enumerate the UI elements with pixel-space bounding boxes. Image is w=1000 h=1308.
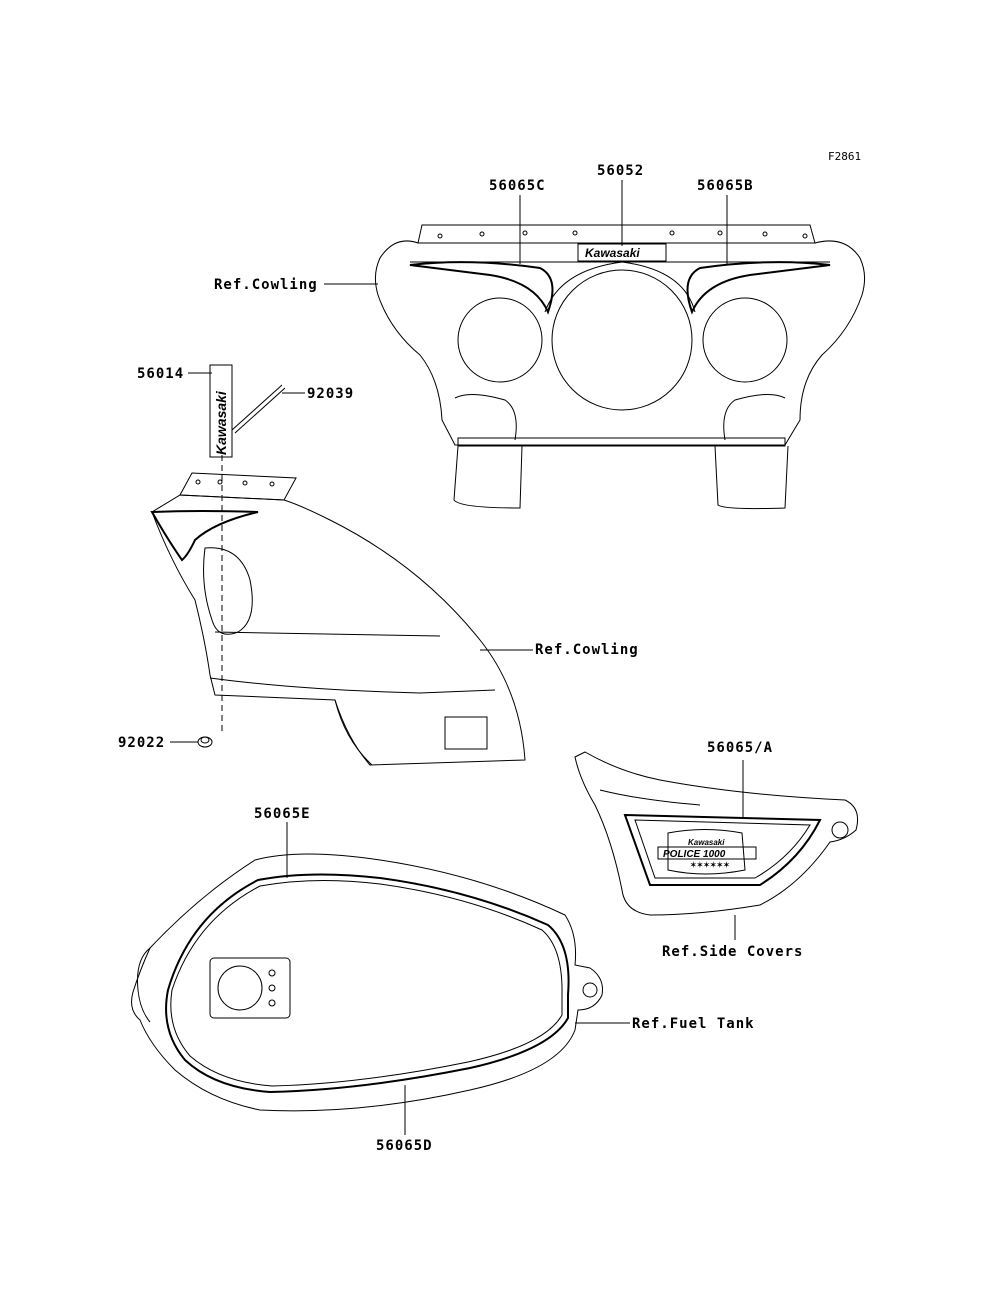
- label-ref-fuel-tank: Ref.Fuel Tank: [632, 1016, 755, 1032]
- label-56065B: 56065B: [697, 178, 754, 194]
- svg-text:✶✶✶✶✶✶: ✶✶✶✶✶✶: [690, 858, 730, 871]
- side-cover: Kawasaki POLICE 1000 ✶✶✶✶✶✶: [574, 751, 859, 916]
- cowling-bolt-holes: [437, 230, 808, 239]
- label-92039: 92039: [307, 386, 354, 402]
- label-ref-cowling-side: Ref.Cowling: [535, 642, 639, 658]
- center-gauge-opening: [551, 269, 693, 411]
- label-ref-cowling-top: Ref.Cowling: [214, 277, 318, 293]
- svg-text:Kawasaki: Kawasaki: [585, 246, 640, 260]
- decal-56065C: [409, 261, 554, 315]
- front-cowling: Kawasaki: [374, 224, 866, 510]
- svg-text:Kawasaki: Kawasaki: [688, 838, 725, 847]
- label-56065A: 56065/A: [707, 740, 773, 756]
- figure-id: F2861: [828, 150, 861, 163]
- decal-56052-kawasaki-logo: Kawasaki: [577, 243, 667, 262]
- label-56065D: 56065D: [376, 1138, 433, 1154]
- leaders-side: [170, 372, 533, 743]
- label-56065C: 56065C: [489, 178, 546, 194]
- decal-pinstripe: [165, 873, 570, 1094]
- label-56014: 56014: [137, 366, 184, 382]
- decal-56065A: [623, 813, 822, 886]
- side-cowling: [150, 472, 526, 766]
- decal-56065B: [686, 261, 831, 315]
- pin-92039: [231, 384, 286, 434]
- label-56052: 56052: [597, 163, 644, 179]
- right-gauge-opening: [702, 297, 788, 383]
- leaders-front: [324, 180, 728, 285]
- fuel-tank: [131, 853, 603, 1112]
- label-92022: 92022: [118, 735, 165, 751]
- grommet-92022: [197, 736, 213, 748]
- label-56065E: 56065E: [254, 806, 311, 822]
- label-ref-side-covers: Ref.Side Covers: [662, 944, 803, 960]
- leaders-tank: [286, 822, 630, 1135]
- kawasaki-emblem-56014: Kawasaki: [209, 364, 233, 458]
- svg-text:Kawasaki: Kawasaki: [213, 390, 229, 455]
- svg-text:POLICE 1000: POLICE 1000: [663, 849, 726, 860]
- left-gauge-opening: [457, 297, 543, 383]
